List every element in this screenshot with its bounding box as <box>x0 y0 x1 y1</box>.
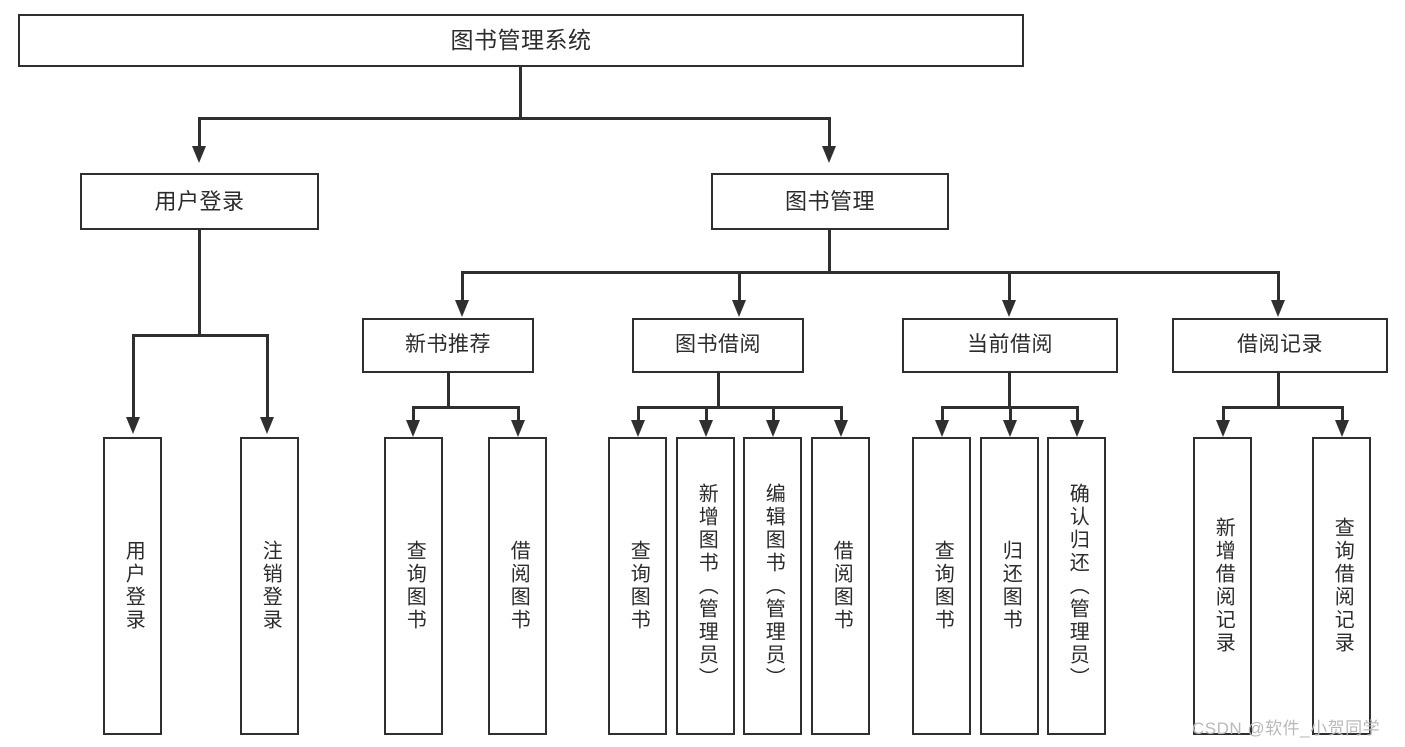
connector-login-leaf1 <box>132 334 135 419</box>
node-label: 查询图书 <box>403 540 426 632</box>
connector-books-to-new <box>461 271 464 302</box>
connector-borrow-leaf1 <box>637 406 640 422</box>
node-label: 编辑图书（管理员） <box>762 482 785 690</box>
leaf-logout[interactable]: 注销登录 <box>240 437 299 735</box>
node-label: 查询借阅记录 <box>1331 517 1354 655</box>
node-current-borrow[interactable]: 当前借阅 <box>902 318 1118 373</box>
connector-current-stem <box>1008 373 1011 408</box>
node-label: 图书借阅 <box>675 333 761 357</box>
connector-current-leaf3 <box>1076 406 1079 422</box>
connector-records-bus <box>1222 406 1344 409</box>
node-label: 图书管理 <box>784 188 875 214</box>
node-label: 借阅图书 <box>830 540 853 632</box>
connector-books-to-borrow <box>738 271 741 302</box>
node-label: 用户登录 <box>154 188 245 214</box>
arrow-new-leaf1 <box>406 420 420 437</box>
arrow-borrow-leaf1 <box>631 420 645 437</box>
connector-records-leaf2 <box>1341 406 1344 422</box>
leaf-current-query-book[interactable]: 查询图书 <box>912 437 971 735</box>
connector-borrow-leaf2 <box>705 406 708 422</box>
arrow-books-to-new <box>455 300 469 317</box>
connector-books-stem <box>828 230 831 274</box>
node-label: 当前借阅 <box>967 333 1053 357</box>
connector-records-leaf1 <box>1222 406 1225 422</box>
node-label: 图书管理系统 <box>450 27 592 54</box>
connector-root-to-books <box>828 117 831 148</box>
leaf-current-confirm-return[interactable]: 确认归还（管理员） <box>1047 437 1106 735</box>
arrow-root-to-login <box>192 146 206 163</box>
arrow-current-leaf1 <box>935 420 949 437</box>
arrow-borrow-leaf2 <box>699 420 713 437</box>
arrow-books-to-borrow <box>732 300 746 317</box>
connector-new-stem <box>447 373 450 408</box>
connector-borrow-bus <box>637 406 843 409</box>
leaf-borrow-borrow-book[interactable]: 借阅图书 <box>811 437 870 735</box>
connector-borrow-stem <box>717 373 720 408</box>
connector-current-leaf1 <box>941 406 944 422</box>
connector-borrow-leaf4 <box>840 406 843 422</box>
node-label: 查询图书 <box>627 540 650 632</box>
leaf-borrow-add-book[interactable]: 新增图书（管理员） <box>676 437 735 735</box>
leaf-records-query-record[interactable]: 查询借阅记录 <box>1312 437 1371 735</box>
node-label: 新书推荐 <box>405 333 491 357</box>
node-book-management[interactable]: 图书管理 <box>711 173 949 230</box>
arrow-root-to-books <box>822 146 836 163</box>
node-label: 归还图书 <box>999 540 1022 632</box>
leaf-user-login[interactable]: 用户登录 <box>103 437 162 735</box>
leaf-new-borrow-book[interactable]: 借阅图书 <box>488 437 547 735</box>
node-new-book-recommend[interactable]: 新书推荐 <box>362 318 534 373</box>
connector-login-bus <box>132 334 269 337</box>
arrow-login-leaf1 <box>126 417 140 434</box>
connector-login-leaf2 <box>266 334 269 419</box>
arrow-records-leaf2 <box>1335 420 1349 437</box>
arrow-new-leaf2 <box>511 420 525 437</box>
node-borrow-records[interactable]: 借阅记录 <box>1172 318 1388 373</box>
node-root-system[interactable]: 图书管理系统 <box>18 14 1024 67</box>
node-book-borrow[interactable]: 图书借阅 <box>632 318 804 373</box>
connector-new-leaf2 <box>517 406 520 422</box>
arrow-books-to-current <box>1002 300 1016 317</box>
connector-books-to-current <box>1008 271 1011 302</box>
leaf-new-query-book[interactable]: 查询图书 <box>384 437 443 735</box>
connector-root-stem <box>519 67 522 119</box>
arrow-records-leaf1 <box>1216 420 1230 437</box>
connector-root-bus <box>198 117 831 120</box>
connector-new-leaf1 <box>412 406 415 422</box>
leaf-borrow-edit-book[interactable]: 编辑图书（管理员） <box>743 437 802 735</box>
arrow-books-to-records <box>1271 300 1285 317</box>
node-label: 新增借阅记录 <box>1212 517 1235 655</box>
node-label: 借阅图书 <box>507 540 530 632</box>
arrow-current-leaf3 <box>1070 420 1084 437</box>
connector-borrow-leaf3 <box>772 406 775 422</box>
node-label: 借阅记录 <box>1237 333 1323 357</box>
connector-new-bus <box>412 406 520 409</box>
arrow-login-leaf2 <box>260 417 274 434</box>
leaf-borrow-query-book[interactable]: 查询图书 <box>608 437 667 735</box>
arrow-borrow-leaf4 <box>834 420 848 437</box>
connector-login-stem <box>198 230 201 336</box>
node-label: 确认归还（管理员） <box>1066 482 1089 690</box>
node-user-login[interactable]: 用户登录 <box>80 173 319 230</box>
leaf-current-return-book[interactable]: 归还图书 <box>980 437 1039 735</box>
arrow-borrow-leaf3 <box>766 420 780 437</box>
connector-books-bus <box>461 271 1279 274</box>
connector-current-leaf2 <box>1009 406 1012 422</box>
node-label: 查询图书 <box>931 540 954 632</box>
node-label: 用户登录 <box>122 540 145 632</box>
connector-root-to-login <box>198 117 201 148</box>
arrow-current-leaf2 <box>1003 420 1017 437</box>
node-label: 注销登录 <box>259 540 282 632</box>
connector-records-stem <box>1277 373 1280 408</box>
connector-books-to-records <box>1277 271 1280 302</box>
node-label: 新增图书（管理员） <box>695 482 718 690</box>
leaf-records-add-record[interactable]: 新增借阅记录 <box>1193 437 1252 735</box>
